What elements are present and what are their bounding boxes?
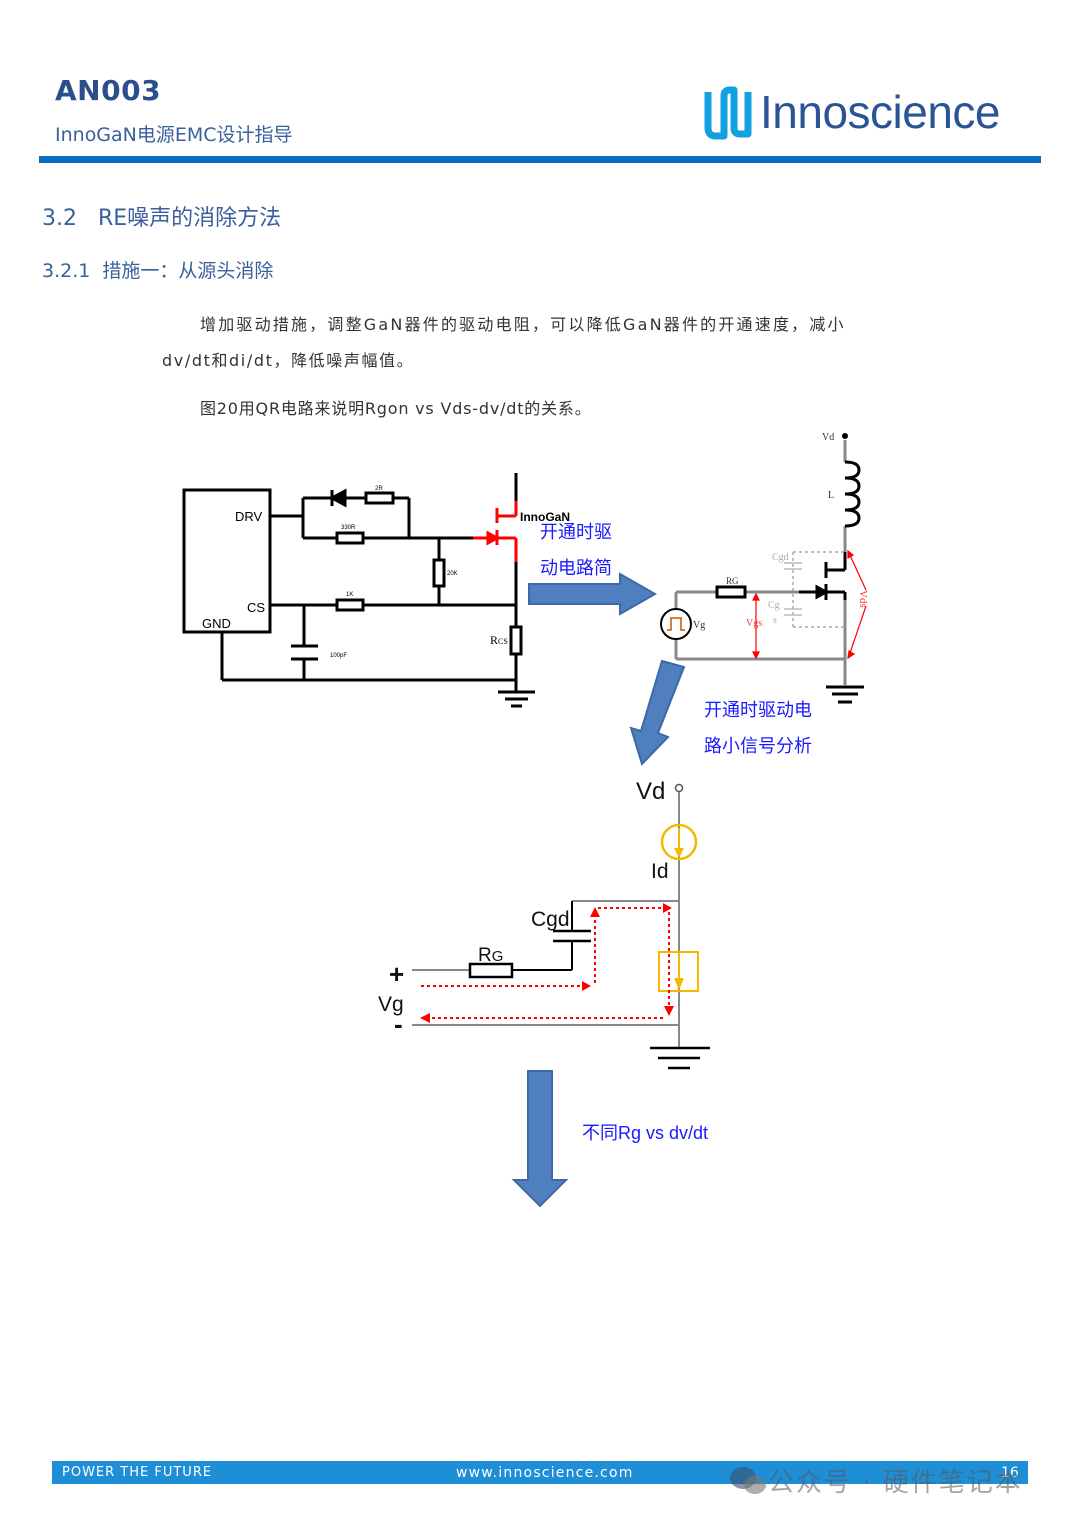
label-plus: + <box>389 959 404 989</box>
footer-slogan: POWER THE FUTURE <box>62 1465 213 1480</box>
document-subtitle: InnoGaN电源EMC设计指导 <box>55 124 293 146</box>
ground-symbol-1 <box>498 690 535 708</box>
resistor-20k <box>432 558 446 588</box>
watermark-text: 公众号 · 硬件笔记本 <box>768 1468 1023 1498</box>
current-source-icon <box>660 823 698 861</box>
circuit-simplified <box>674 440 847 685</box>
ground-symbol-2 <box>826 685 864 704</box>
resistor-2r <box>364 491 395 505</box>
footer-website[interactable]: www.innoscience.com <box>456 1465 634 1481</box>
label-rg: RG <box>726 576 739 586</box>
ground-symbol-3 <box>650 1046 710 1070</box>
label-2r: 2R <box>375 486 383 492</box>
pin-label-drv: DRV <box>235 509 263 524</box>
label-l: L <box>828 490 834 501</box>
label-vg-small: Vg <box>378 993 404 1016</box>
header-rule <box>39 156 1041 163</box>
capacitor-100pf <box>291 644 318 661</box>
pulse-source-icon <box>660 608 692 640</box>
label-rg-small: RG <box>478 945 503 966</box>
label-id: Id <box>651 860 669 883</box>
vd-terminal-dot <box>842 433 848 439</box>
resistor-rg <box>715 585 747 599</box>
note-small-signal-line2: 路小信号分析 <box>704 736 812 756</box>
circuit-controller <box>182 473 518 692</box>
label-cgd: Cgd <box>772 552 789 563</box>
footer-bar <box>52 1461 1028 1484</box>
label-330r: 330R <box>341 525 356 531</box>
innogan-transistor <box>473 501 518 562</box>
watermark: 公众号 · 硬件笔记本 <box>728 1462 1023 1499</box>
pin-label-cs: CS <box>247 600 265 615</box>
label-vd-small: Vd <box>636 778 665 805</box>
arrow-down-icon <box>511 1070 569 1208</box>
note-rg-vs-dvdt: 不同Rg vs dv/dt <box>582 1123 708 1143</box>
resistor-rg-small <box>468 962 514 979</box>
label-20k: 20K <box>447 571 458 577</box>
label-vds: Vds <box>857 590 869 608</box>
label-innogan: InnoGaN <box>520 510 570 524</box>
channel-current-box <box>658 951 699 992</box>
label-1k: 1K <box>346 592 353 598</box>
inductor-icon <box>844 460 861 528</box>
label-vd: Vd <box>822 432 834 443</box>
paragraph-line: 增加驱动措施，调整GaN器件的驱动电阻，可以降低GaN器件的开通速度，减小 <box>200 315 846 334</box>
note-driver-simplified-line1: 开通时驱 <box>540 522 612 542</box>
label-cgd-small: Cgd <box>531 908 570 931</box>
paragraph-line: dv/dt和di/dt，降低噪声幅值。 <box>162 351 415 370</box>
vd-terminal-open <box>674 783 684 793</box>
capacitor-cgd <box>553 929 591 943</box>
label-minus: - <box>394 1009 403 1039</box>
logo-text: Innoscience <box>760 86 1001 138</box>
label-rcs: RCS <box>490 633 508 647</box>
page-number: 16 <box>1001 1465 1019 1481</box>
arrow-down-left-icon <box>629 659 686 766</box>
subsection-heading: 3.2.1 措施一：从源头消除 <box>42 260 274 282</box>
wechat-icon <box>730 1466 766 1494</box>
transistor-icon <box>799 552 847 600</box>
arrow-right-icon <box>528 572 658 616</box>
circuit-small-signal <box>412 792 680 1048</box>
controller-ic <box>182 488 272 634</box>
vgs-arrow <box>752 592 760 660</box>
vds-arrow <box>847 549 867 660</box>
diode-icon <box>328 488 347 508</box>
innoscience-logo-icon <box>704 86 752 140</box>
label-vgs: Vgs <box>746 618 762 629</box>
label-cgs-top: Cg <box>768 600 780 611</box>
label-cgs-bottom: s <box>773 615 777 626</box>
section-heading: 3.2 RE噪声的消除方法 <box>42 206 282 231</box>
resistor-1k <box>335 598 365 612</box>
label-100pf: 100pF <box>330 653 347 659</box>
document-id: AN003 <box>55 74 162 107</box>
note-driver-simplified-line2: 动电路简 <box>540 558 612 578</box>
note-small-signal-line1: 开通时驱动电 <box>704 700 812 720</box>
figure-caption-text: 图20用QR电路来说明Rgon vs Vds-dv/dt的关系。 <box>200 399 592 418</box>
resistor-330r <box>335 531 365 545</box>
displacement-current-path <box>421 907 670 1019</box>
pin-label-gnd: GND <box>202 616 231 631</box>
company-logo: Innoscience <box>704 82 1001 142</box>
label-vg: Vg <box>693 620 705 631</box>
resistor-rcs <box>509 625 523 656</box>
